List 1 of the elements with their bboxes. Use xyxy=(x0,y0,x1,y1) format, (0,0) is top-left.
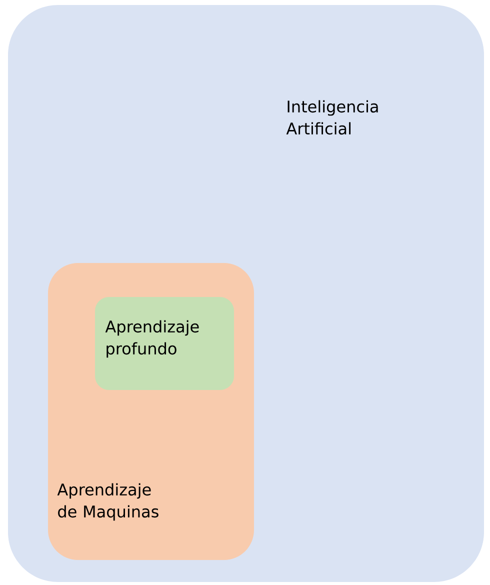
innermost-region: Aprendizaje profundo xyxy=(95,297,234,390)
